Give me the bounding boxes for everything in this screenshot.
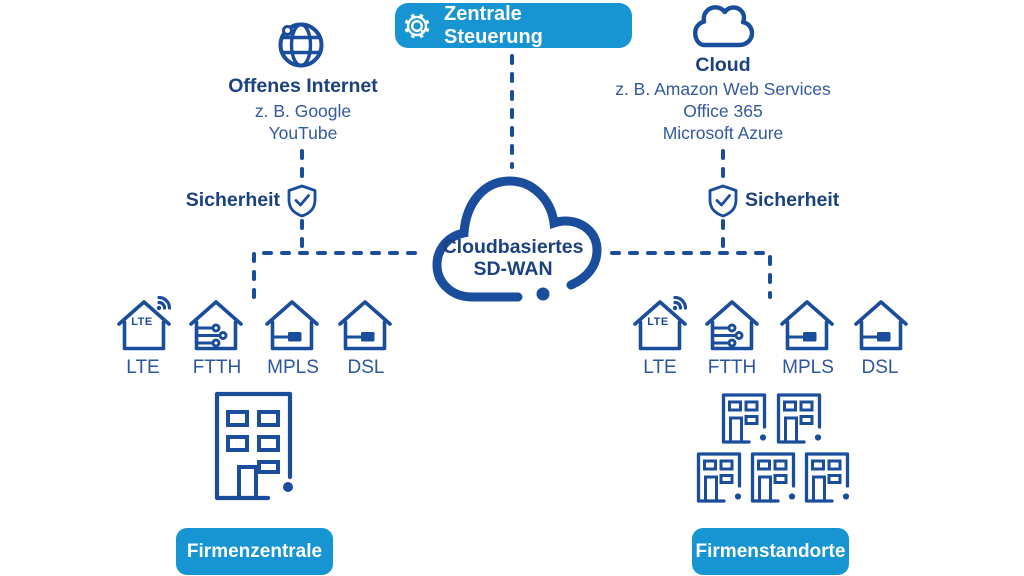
lte-badge-right: LTE: [647, 316, 669, 328]
sdwan-cloud-label-line2: SD-WAN: [473, 258, 553, 280]
cloud-example-3: Microsoft Azure: [662, 123, 784, 143]
access-label-dsl-left: DSL: [347, 357, 385, 378]
house-dsl-icon-left: [336, 297, 394, 353]
sdwan-cloud-icon: [432, 176, 602, 302]
sdwan-cloud-label-line1: Cloudbasiertes: [442, 236, 584, 258]
globe-icon: [278, 22, 324, 68]
open-internet-example-2: YouTube: [268, 123, 338, 143]
cloud-example-1: z. B. Amazon Web Services: [615, 79, 831, 99]
branches-button[interactable]: Firmenstandorte: [692, 528, 849, 575]
shield-check-icon-right: [708, 184, 738, 218]
access-label-lte-right: LTE: [643, 357, 677, 378]
shield-check-icon-left: [287, 184, 317, 218]
connector-sdwan-to-sites-right: [610, 251, 772, 299]
house-dsl-icon-right: [852, 297, 910, 353]
house-mpls-icon-left: [263, 297, 321, 353]
gear-icon: [404, 12, 430, 39]
branch-building-icon-3: [696, 452, 743, 503]
branches-label: Firmenstandorte: [695, 540, 846, 562]
headquarters-building-icon: [214, 391, 293, 501]
branch-building-icon-2: [776, 393, 823, 444]
lte-badge-left: LTE: [131, 316, 153, 328]
access-label-ftth-left: FTTH: [192, 357, 242, 378]
open-internet-example-1: z. B. Google: [254, 101, 352, 121]
connector-sdwan-to-sites-left: [252, 251, 417, 299]
security-label-right: Sicherheit: [745, 189, 840, 211]
access-label-dsl-right: DSL: [861, 357, 899, 378]
branch-building-icon-1: [721, 393, 768, 444]
house-ftth-icon-right: [703, 297, 761, 353]
access-label-mpls-right: MPLS: [782, 357, 834, 378]
cloud-example-2: Office 365: [683, 101, 763, 121]
central-control-button[interactable]: Zentrale Steuerung: [395, 3, 632, 48]
central-control-label: Zentrale Steuerung: [444, 2, 543, 48]
access-label-ftth-right: FTTH: [707, 357, 757, 378]
branch-building-icon-5: [804, 452, 851, 503]
sdwan-cloud-label: Cloudbasiertes SD-WAN: [428, 236, 598, 280]
security-label-left: Sicherheit: [185, 189, 280, 211]
cloud-icon: [693, 5, 755, 48]
house-ftth-icon-left: [187, 297, 245, 353]
open-internet-title: Offenes Internet: [228, 75, 378, 97]
branch-building-icon-4: [750, 452, 797, 503]
headquarters-button[interactable]: Firmenzentrale: [176, 528, 333, 575]
house-mpls-icon-right: [778, 297, 836, 353]
cloud-title: Cloud: [695, 54, 751, 76]
access-label-lte-left: LTE: [126, 357, 160, 378]
headquarters-label: Firmenzentrale: [186, 540, 323, 562]
access-label-mpls-left: MPLS: [267, 357, 319, 378]
